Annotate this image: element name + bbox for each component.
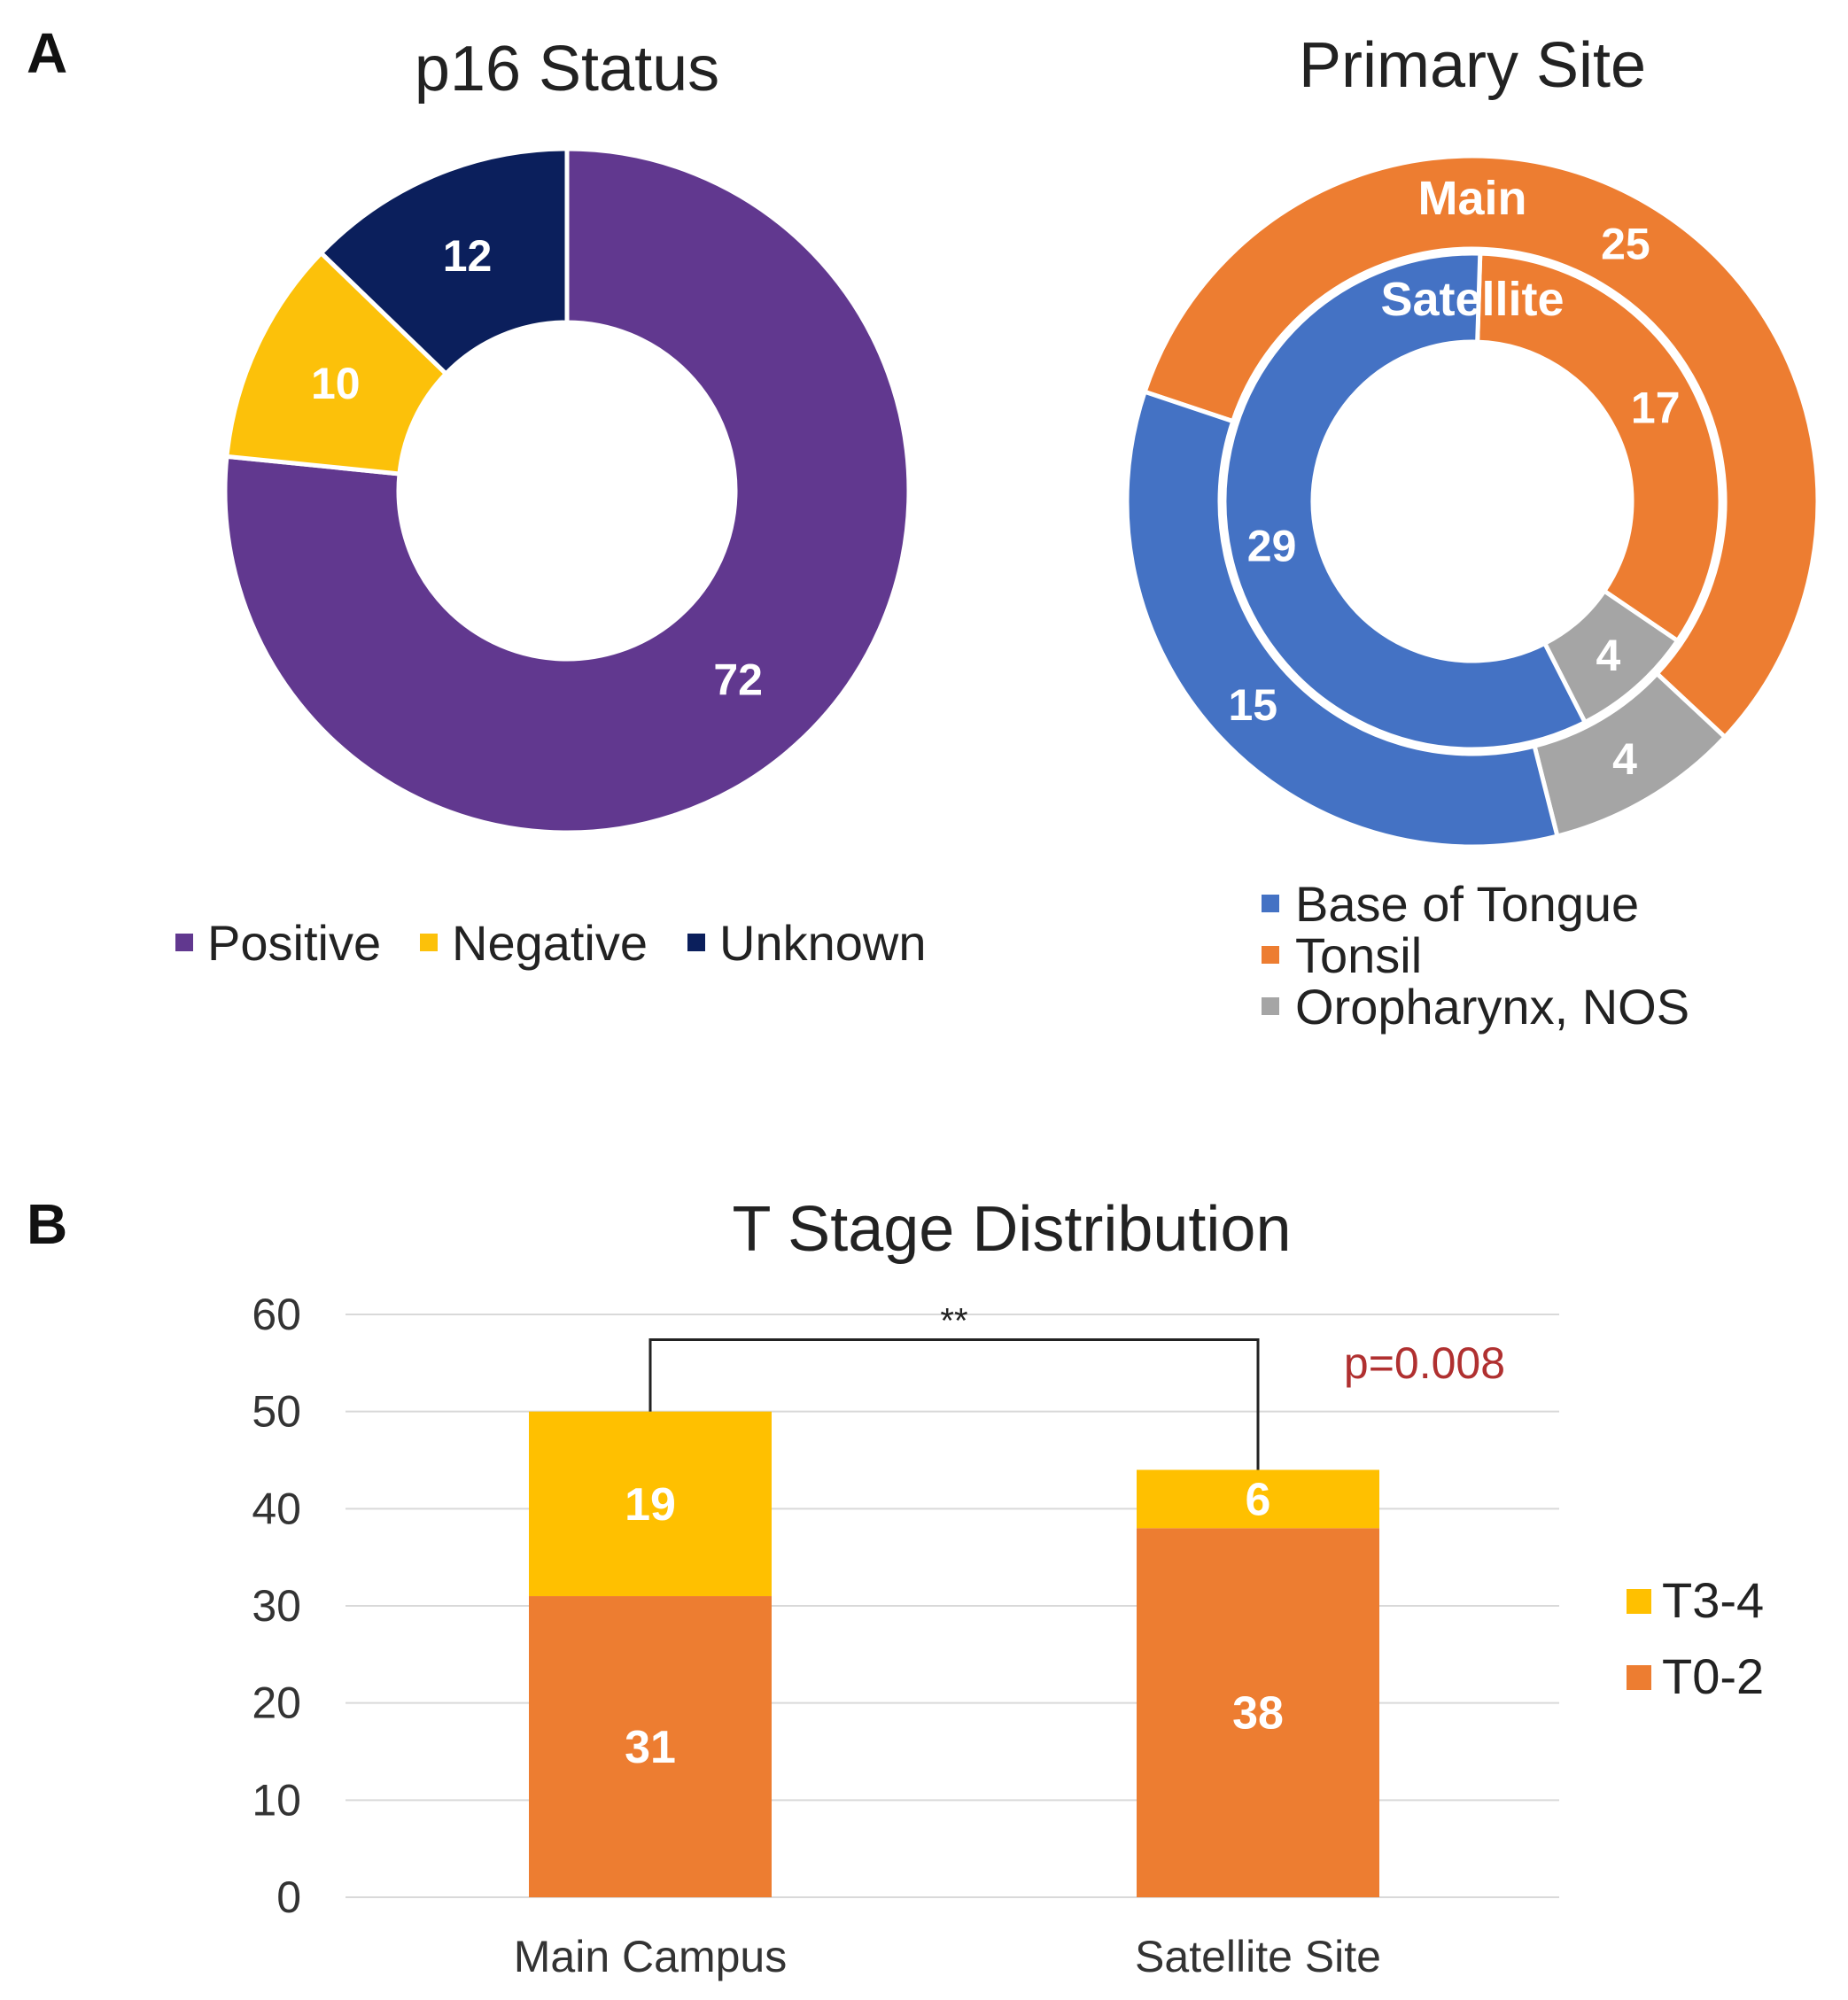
bar-satellite-site-t0-2 [1137, 1528, 1379, 1897]
p16-slice-positive [222, 146, 912, 835]
outer-label-base-of-tongue: 15 [1228, 680, 1277, 730]
y-tick-label-0: 0 [276, 1872, 301, 1922]
bar-main-campus-t3-4 [529, 1411, 772, 1597]
outer-slice-tonsil [1141, 153, 1821, 740]
bar-legend: T3-4 T0-2 [1627, 1572, 1764, 1704]
inner-ring-slices [1222, 251, 1723, 752]
legend-swatch-base-of-tongue [1262, 895, 1279, 912]
outer-ring-label: Main [1417, 172, 1526, 225]
p16-slice-labels: 72 10 12 [311, 231, 763, 705]
inner-slice-base-of-tongue [1222, 251, 1588, 752]
legend-swatch-positive [175, 934, 193, 951]
inner-ring-label: Satellite [1380, 273, 1564, 326]
legend-swatch-negative [420, 934, 438, 951]
inner-slice-tonsil [1475, 251, 1723, 644]
outer-label-oropharynx-nos: 4 [1612, 734, 1637, 784]
bar-label-main-campus-t0-2: 31 [625, 1722, 676, 1773]
p16-donut-chart: p16 Status 72 10 12 Positive Negative Unkn… [175, 34, 926, 971]
bar-main-campus-t0-2 [529, 1596, 772, 1897]
legend-label-tonsil: Tonsil [1295, 927, 1422, 983]
p16-label-negative: 10 [311, 359, 361, 408]
bar-label-main-campus-t3-4: 19 [625, 1479, 676, 1531]
legend-label-negative: Negative [452, 915, 648, 971]
legend-label-t3-4: T3-4 [1662, 1572, 1764, 1628]
legend-label-positive: Positive [207, 915, 381, 971]
legend-label-oropharynx-nos: Oropharynx, NOS [1295, 979, 1689, 1035]
legend-label-t0-2: T0-2 [1662, 1648, 1764, 1704]
legend-swatch-unknown [687, 934, 705, 951]
panel-label-b: B [27, 1192, 67, 1256]
legend-swatch-t0-2 [1627, 1665, 1651, 1690]
p-value-annotation: p=0.008 [1344, 1338, 1505, 1388]
p16-slice-unknown [317, 146, 570, 377]
t-stage-chart-title: T Stage Distribution [733, 1194, 1292, 1265]
outer-slice-base-of-tongue [1124, 389, 1560, 849]
y-axis-tick-labels: 0 10 20 30 40 50 60 [252, 1290, 301, 1922]
primary-site-slice-labels: 25 4 15 17 4 29 [1228, 220, 1680, 784]
x-tick-label-satellite-site: Satellite Site [1135, 1932, 1381, 1981]
bar-satellite-site-t3-4 [1137, 1469, 1379, 1529]
y-tick-label-30: 30 [252, 1581, 301, 1631]
legend-label-base-of-tongue: Base of Tongue [1295, 876, 1639, 932]
x-axis-tick-labels: Main Campus Satellite Site [514, 1932, 1381, 1981]
p16-label-unknown: 12 [443, 231, 493, 281]
inner-label-oropharynx-nos: 4 [1596, 631, 1621, 680]
panel-label-a: A [27, 21, 67, 85]
inner-label-tonsil: 17 [1631, 384, 1681, 433]
significance-stars: ** [940, 1302, 967, 1341]
y-tick-label-50: 50 [252, 1387, 301, 1437]
x-tick-label-main-campus: Main Campus [514, 1932, 787, 1981]
bar-segment-labels: 31 19 38 6 [625, 1474, 1284, 1773]
bar-label-satellite-site-t0-2: 38 [1232, 1688, 1284, 1740]
legend-label-unknown: Unknown [719, 915, 926, 971]
primary-site-legend: Base of Tongue Tonsil Oropharynx, NOS [1262, 876, 1689, 1035]
p16-legend: Positive Negative Unknown [175, 915, 926, 971]
p16-slices [222, 146, 912, 835]
significance-bracket [648, 1338, 1260, 1470]
legend-swatch-t3-4 [1627, 1589, 1651, 1614]
y-tick-label-20: 20 [252, 1678, 301, 1728]
bar-segments [529, 1411, 1379, 1897]
primary-site-donut-chart: Primary Site 25 4 15 17 4 29 Main Satellite B… [1124, 30, 1821, 1035]
legend-swatch-oropharynx-nos [1262, 997, 1279, 1015]
bar-label-satellite-site-t3-4: 6 [1246, 1474, 1271, 1525]
inner-label-base-of-tongue: 29 [1247, 522, 1297, 571]
y-tick-label-60: 60 [252, 1290, 301, 1339]
p16-chart-title: p16 Status [415, 34, 719, 105]
legend-swatch-tonsil [1262, 946, 1279, 964]
y-tick-label-10: 10 [252, 1775, 301, 1825]
p16-label-positive: 72 [713, 655, 763, 705]
primary-site-chart-title: Primary Site [1299, 30, 1646, 101]
outer-label-tonsil: 25 [1601, 220, 1650, 269]
outer-ring-slices [1124, 153, 1821, 849]
y-tick-label-40: 40 [252, 1484, 301, 1533]
